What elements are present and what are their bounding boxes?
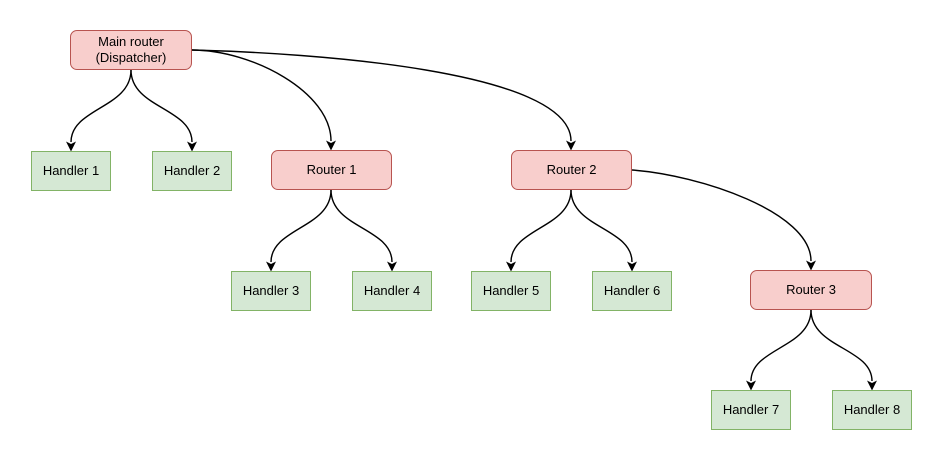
node-router-3: Router 3 [750, 270, 872, 310]
edge-router-3-to-handler-8 [810, 309, 877, 391]
edge-main-to-router-1 [191, 49, 336, 151]
node-handler-7: Handler 7 [711, 390, 791, 430]
node-handler-1: Handler 1 [31, 151, 111, 191]
node-router-3-label: Router 3 [786, 281, 836, 297]
edge-router-3-to-handler-7 [746, 309, 812, 391]
node-router-1-label: Router 1 [306, 161, 357, 177]
node-handler-6-label: Handler 6 [603, 282, 661, 298]
node-handler-1-label: Handler 1 [42, 162, 100, 178]
node-main-router: Main router (Dispatcher) [70, 30, 192, 70]
edge-main-to-handler-2 [130, 69, 197, 152]
node-handler-2: Handler 2 [152, 151, 232, 191]
node-handler-5-label: Handler 5 [482, 282, 540, 298]
edge-router-1-to-handler-4 [330, 189, 397, 272]
node-router-2: Router 2 [511, 150, 632, 190]
node-handler-8-label: Handler 8 [843, 401, 901, 417]
node-handler-8: Handler 8 [832, 390, 912, 430]
edge-router-2-to-router-3 [631, 169, 816, 271]
edge-router-2-to-handler-6 [570, 189, 637, 272]
edge-router-1-to-handler-3 [266, 189, 332, 272]
node-router-2-label: Router 2 [546, 161, 597, 177]
node-main-router-label: Main router (Dispatcher) [95, 33, 167, 65]
node-handler-3: Handler 3 [231, 271, 311, 311]
node-handler-3-label: Handler 3 [242, 282, 300, 298]
edge-router-2-to-handler-5 [506, 189, 572, 272]
node-handler-4: Handler 4 [352, 271, 432, 311]
edge-main-to-handler-1 [66, 69, 132, 152]
node-handler-7-label: Handler 7 [722, 401, 780, 417]
node-handler-5: Handler 5 [471, 271, 551, 311]
node-handler-2-label: Handler 2 [163, 162, 221, 178]
node-handler-4-label: Handler 4 [363, 282, 421, 298]
node-handler-6: Handler 6 [592, 271, 672, 311]
node-router-1: Router 1 [271, 150, 392, 190]
edge-main-to-router-2 [191, 49, 576, 151]
